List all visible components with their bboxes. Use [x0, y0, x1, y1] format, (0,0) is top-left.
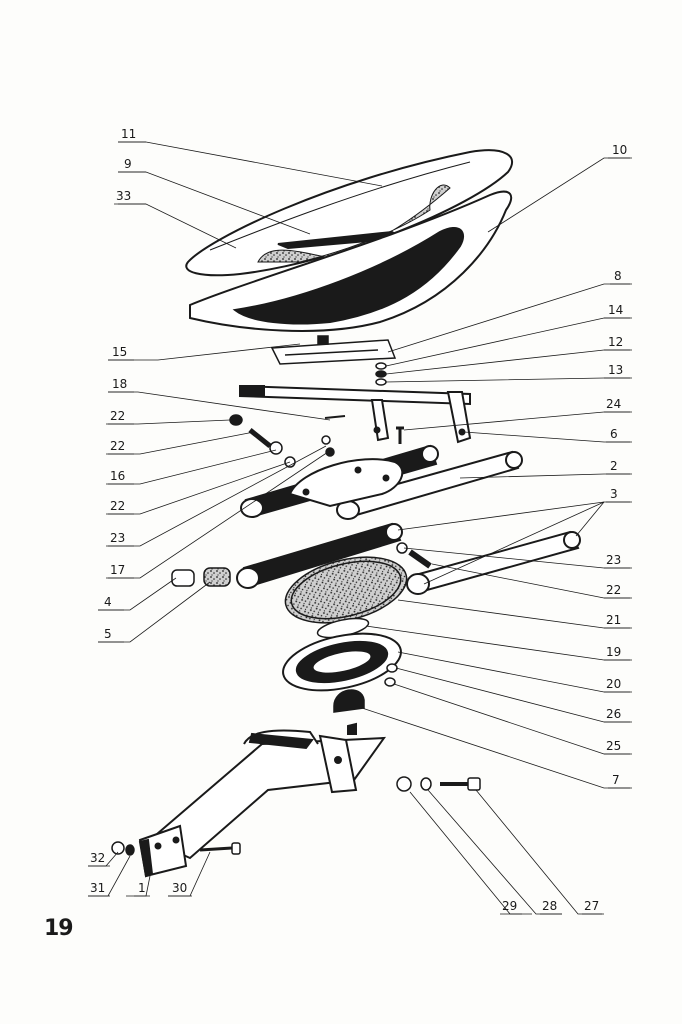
callout-12: 12 — [608, 335, 623, 349]
callout-15: 15 — [112, 345, 127, 359]
upper-link-arms — [240, 444, 523, 520]
bushings — [171, 567, 231, 587]
callout-19: 19 — [606, 645, 621, 659]
callout-24: 24 — [606, 397, 621, 411]
callout-labels: 11 9 33 10 8 14 12 13 15 18 22 22 16 22 … — [90, 127, 627, 913]
rubber-buffer — [333, 689, 365, 713]
callout-22-b: 22 — [110, 439, 125, 453]
callout-23-b: 23 — [606, 553, 621, 567]
callout-1: 1 — [138, 881, 146, 895]
callout-26: 26 — [606, 707, 621, 721]
callout-22-d: 22 — [606, 583, 621, 597]
page-number: 19 — [44, 916, 74, 941]
callout-22-a: 22 — [110, 409, 125, 423]
callout-17: 17 — [110, 563, 125, 577]
callout-14: 14 — [608, 303, 623, 317]
seat-pan — [189, 190, 513, 332]
right-fasteners — [396, 542, 432, 569]
callout-27: 27 — [584, 899, 599, 913]
callout-23-a: 23 — [110, 531, 125, 545]
flange-nuts — [384, 663, 398, 687]
left-fasteners — [229, 414, 346, 468]
callout-5: 5 — [104, 627, 112, 641]
callout-2: 2 — [610, 459, 618, 473]
callout-11: 11 — [121, 127, 136, 141]
callout-28: 28 — [542, 899, 557, 913]
base-fasteners — [111, 841, 241, 856]
callout-4: 4 — [104, 595, 112, 609]
callout-3: 3 — [610, 487, 618, 501]
callout-33: 33 — [116, 189, 131, 203]
callout-20: 20 — [606, 677, 621, 691]
callout-18: 18 — [112, 377, 127, 391]
callout-16: 16 — [110, 469, 125, 483]
lower-link-arms — [236, 522, 581, 595]
callout-25: 25 — [606, 739, 621, 753]
callout-8: 8 — [614, 269, 622, 283]
seat-bracket — [270, 335, 397, 365]
callout-9: 9 — [124, 157, 132, 171]
callout-10: 10 — [612, 143, 627, 157]
callout-32: 32 — [90, 851, 105, 865]
callout-7: 7 — [612, 773, 620, 787]
callout-22-c: 22 — [110, 499, 125, 513]
bolt-assembly — [396, 776, 481, 792]
callout-21: 21 — [606, 613, 621, 627]
slide-rail — [239, 384, 472, 444]
callout-31: 31 — [90, 881, 105, 895]
callout-underlines — [88, 141, 632, 915]
small-nuts — [375, 362, 387, 386]
callout-30: 30 — [172, 881, 187, 895]
base-frame — [138, 722, 387, 878]
callout-6: 6 — [610, 427, 618, 441]
callout-13: 13 — [608, 363, 623, 377]
callout-29: 29 — [502, 899, 517, 913]
mounting-flange — [282, 632, 402, 692]
